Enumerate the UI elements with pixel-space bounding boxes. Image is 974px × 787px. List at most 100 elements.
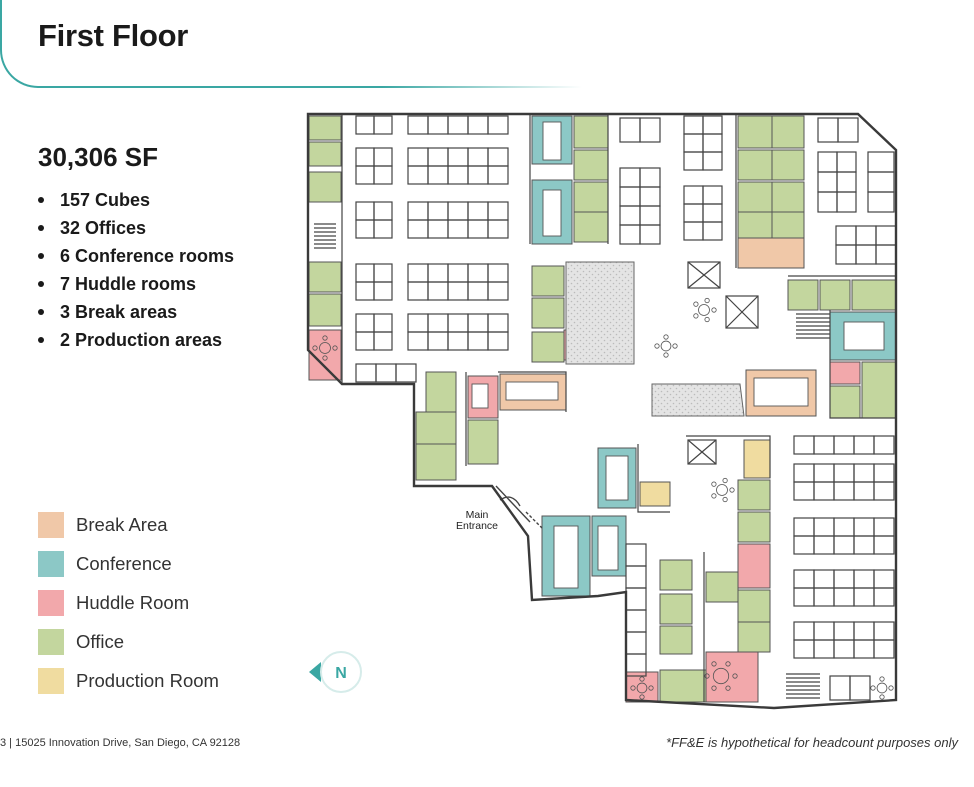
cube-cluster xyxy=(829,675,871,701)
cube xyxy=(817,191,838,213)
cube-cluster xyxy=(355,147,393,185)
cube xyxy=(619,224,641,245)
cube-cluster xyxy=(407,147,509,185)
cube xyxy=(702,133,723,153)
chair xyxy=(672,343,678,349)
cube xyxy=(467,331,489,351)
chair xyxy=(630,685,636,691)
bullet-icon xyxy=(38,281,44,287)
cube xyxy=(427,331,449,351)
footer-address: 3 | 15025 Innovation Drive, San Diego, C… xyxy=(0,737,241,749)
legend-item-huddle-room: Huddle Room xyxy=(38,583,219,622)
cube xyxy=(837,117,859,143)
stat-item: 7 Huddle rooms xyxy=(38,270,234,298)
chair xyxy=(888,685,894,691)
chair xyxy=(729,487,735,493)
cube xyxy=(875,225,897,246)
elevator-icon xyxy=(687,439,717,465)
cube xyxy=(639,167,661,188)
office-room xyxy=(467,419,499,465)
cube xyxy=(813,621,835,641)
cube xyxy=(683,133,704,153)
cube xyxy=(427,219,449,239)
cube xyxy=(467,201,489,221)
cube xyxy=(793,569,815,589)
cube xyxy=(487,201,509,221)
round-table xyxy=(712,667,730,685)
cube xyxy=(373,219,393,239)
cube xyxy=(625,609,647,633)
stat-item: 32 Offices xyxy=(38,214,234,242)
cube xyxy=(867,151,895,173)
chair xyxy=(711,685,717,691)
cube xyxy=(873,463,895,483)
chair xyxy=(704,673,710,679)
cube xyxy=(407,263,429,283)
office-room xyxy=(573,115,609,149)
cube xyxy=(375,363,397,383)
cube-cluster xyxy=(407,115,509,135)
cube xyxy=(873,621,895,641)
office-room xyxy=(851,279,897,311)
cube xyxy=(833,535,855,555)
stairs-icon xyxy=(314,223,336,249)
legend-swatch xyxy=(38,550,64,577)
cube xyxy=(467,263,489,283)
chair xyxy=(870,685,876,691)
cube xyxy=(833,435,855,455)
cube xyxy=(625,587,647,611)
cube-cluster xyxy=(793,463,895,501)
cube xyxy=(683,151,704,171)
cube xyxy=(427,147,449,167)
cube xyxy=(373,201,393,221)
chair xyxy=(663,352,669,358)
cube xyxy=(487,219,509,239)
cube xyxy=(873,587,895,607)
legend: Break Area Conference Huddle Room Office… xyxy=(38,505,219,700)
title-tab xyxy=(0,0,582,88)
cube xyxy=(833,569,855,589)
cube xyxy=(683,203,704,223)
cube xyxy=(447,201,469,221)
chair xyxy=(648,685,654,691)
cube xyxy=(833,481,855,501)
chair xyxy=(332,345,338,351)
cube xyxy=(835,225,857,246)
cube xyxy=(619,186,641,207)
round-table xyxy=(319,342,331,354)
office-room xyxy=(425,371,457,413)
interior-wall xyxy=(498,371,567,412)
chair xyxy=(312,345,318,351)
office-room xyxy=(308,115,342,141)
chair xyxy=(725,685,731,691)
cube xyxy=(407,219,429,239)
footer-disclaimer: *FF&E is hypothetical for headcount purp… xyxy=(666,735,958,750)
chair xyxy=(711,493,717,499)
stat-item: 6 Conference rooms xyxy=(38,242,234,270)
chair xyxy=(639,694,645,700)
cube xyxy=(835,244,857,265)
office-room xyxy=(573,211,609,243)
cube xyxy=(873,569,895,589)
cube xyxy=(793,481,815,501)
cube xyxy=(639,205,661,226)
cube-cluster xyxy=(835,225,897,265)
cube xyxy=(373,263,393,283)
cube xyxy=(813,463,835,483)
office-room xyxy=(771,149,805,181)
office-room xyxy=(771,211,805,241)
cube-cluster xyxy=(683,115,723,171)
cube xyxy=(639,224,661,245)
office-room xyxy=(829,385,861,419)
cube xyxy=(427,263,449,283)
legend-item-conference: Conference xyxy=(38,544,219,583)
chair xyxy=(732,673,738,679)
cube xyxy=(836,171,857,193)
cube xyxy=(407,331,429,351)
stairs-icon xyxy=(786,673,820,699)
cube xyxy=(853,569,875,589)
cube xyxy=(639,117,661,143)
cube xyxy=(487,281,509,301)
office-room xyxy=(308,141,342,167)
